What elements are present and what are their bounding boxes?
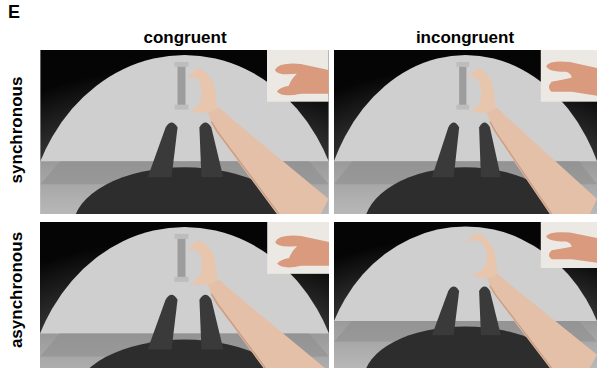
column-header: congruent [143, 28, 226, 48]
vr-scene-sync-congruent [40, 50, 329, 214]
vr-scene-async-congruent [40, 222, 329, 368]
vr-scene-sync-incongruent [334, 50, 597, 214]
vr-scene-async-incongruent [334, 222, 597, 368]
column-header: incongruent [416, 28, 514, 48]
row-header: synchronous [7, 77, 27, 184]
panel-letter: E [8, 2, 20, 22]
row-header: asynchronous [7, 232, 27, 348]
